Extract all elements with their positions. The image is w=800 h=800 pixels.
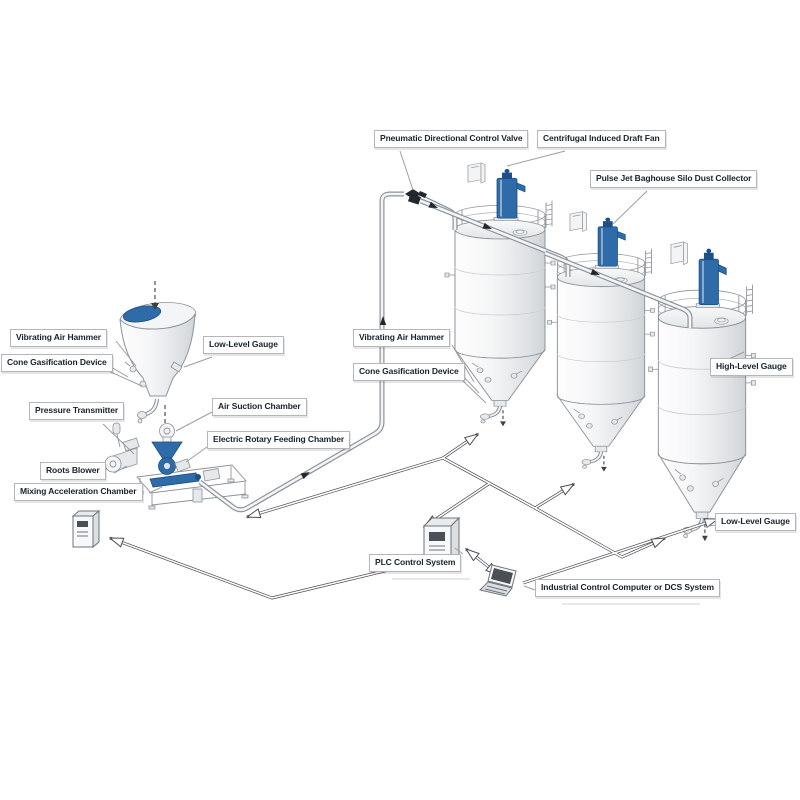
silo-3 (649, 242, 756, 541)
label-high-level-gauge: High-Level Gauge (710, 358, 793, 376)
label-pneumatic-directional-control-valve: Pneumatic Directional Control Valve (374, 130, 529, 148)
label-industrial-control-computer: Industrial Control Computer or DCS Syste… (535, 579, 721, 597)
label-leader-lines (102, 150, 745, 605)
label-cone-gasification-device-left: Cone Gasification Device (1, 354, 113, 372)
label-air-suction-chamber: Air Suction Chamber (212, 398, 307, 416)
diverter-valve-icon (405, 189, 427, 205)
label-pulse-jet-baghouse-silo-dust-collector: Pulse Jet Baghouse Silo Dust Collector (590, 170, 758, 188)
label-mixing-acceleration-chamber: Mixing Acceleration Chamber (14, 483, 143, 501)
silo-1 (445, 163, 555, 426)
mixing-chamber-icon (149, 468, 221, 488)
label-plc-control-system: PLC Control System (369, 554, 462, 572)
label-vibrating-air-hammer-mid: Vibrating Air Hammer (353, 329, 450, 347)
pipe-flow-arrows (300, 201, 600, 480)
label-roots-blower: Roots Blower (40, 462, 106, 480)
label-cone-gasification-device-mid: Cone Gasification Device (353, 363, 465, 381)
hopper (119, 302, 197, 424)
air-suction-chamber-icon (159, 423, 175, 443)
hopper-opening (122, 305, 162, 323)
laptop-icon (479, 564, 517, 597)
pressure-transmitter-icon (112, 422, 121, 448)
local-control-box (71, 509, 101, 549)
hopper-discharge (137, 398, 160, 424)
label-vibrating-air-hammer-left: Vibrating Air Hammer (10, 329, 107, 347)
conveying-pipes (198, 191, 693, 513)
rotary-feeder-icon (151, 441, 191, 475)
label-centrifugal-induced-draft-fan: Centrifugal Induced Draft Fan (537, 130, 666, 148)
feeding-skid (104, 422, 249, 510)
roots-blower-icon (104, 437, 140, 473)
label-low-level-gauge-left: Low-Level Gauge (203, 336, 284, 354)
label-electric-rotary-feeding-chamber: Electric Rotary Feeding Chamber (207, 431, 351, 449)
label-low-level-gauge-right: Low-Level Gauge (715, 513, 796, 531)
silo-2 (548, 212, 655, 472)
signal-lines (108, 432, 720, 600)
label-pressure-transmitter: Pressure Transmitter (29, 402, 125, 420)
